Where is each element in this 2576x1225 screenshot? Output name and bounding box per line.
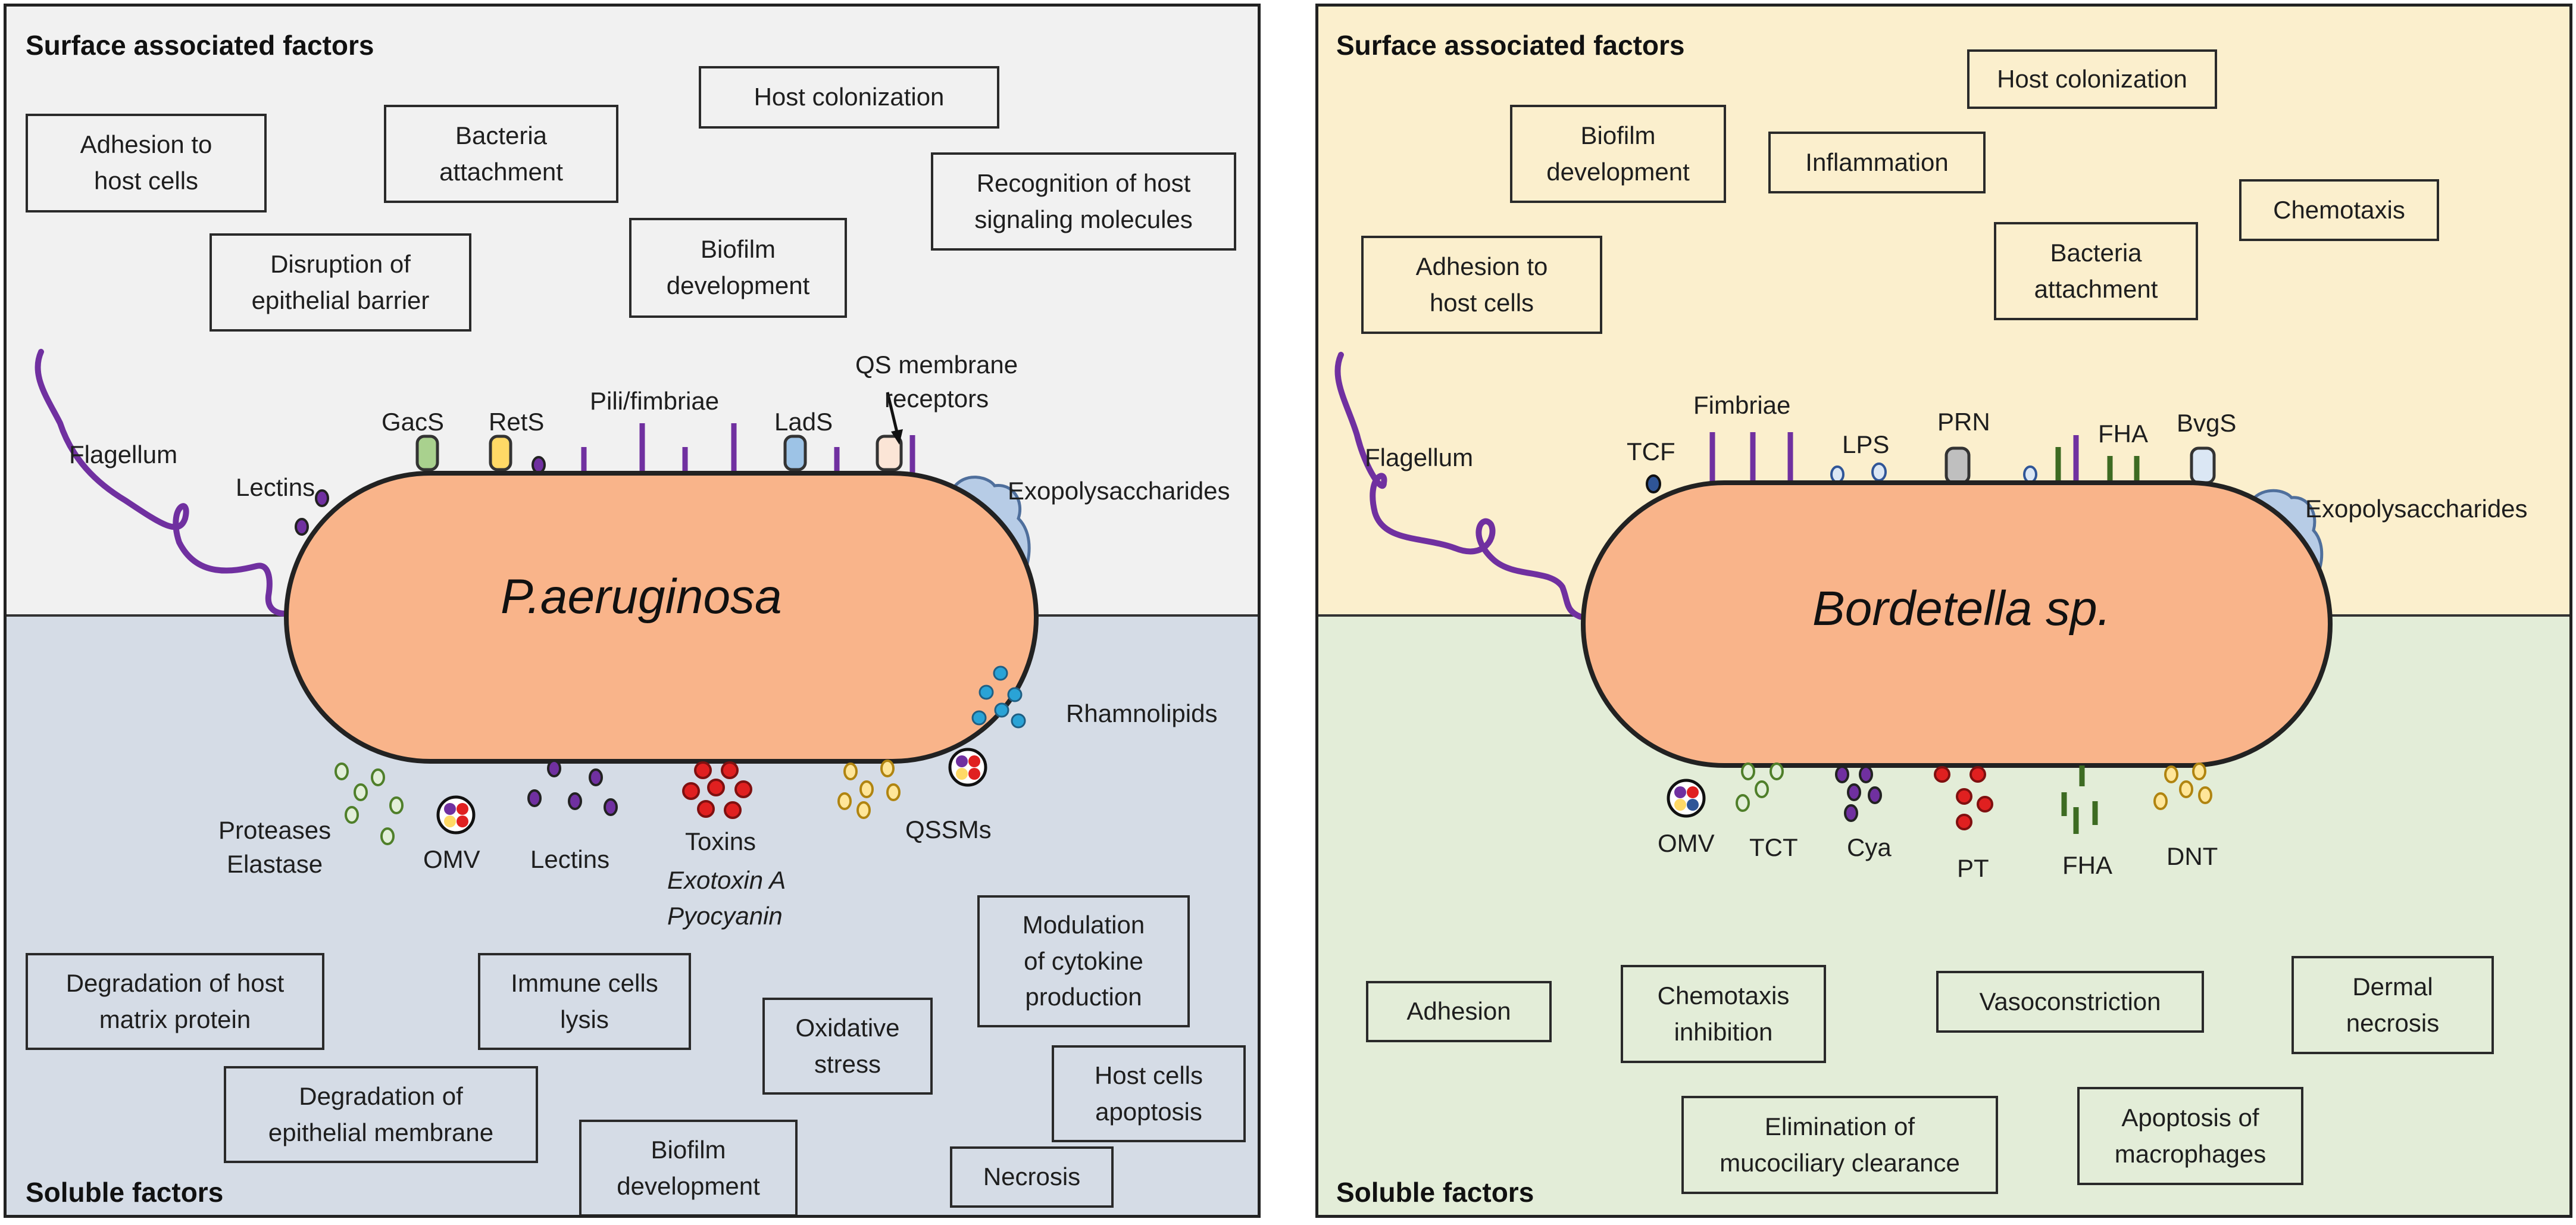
pseudomonas-illustration bbox=[35, 349, 1039, 845]
box-adhesion: Adhesion bbox=[1366, 981, 1552, 1042]
box-host-colonization: Host colonization bbox=[1967, 49, 2217, 109]
box-inflammation: Inflammation bbox=[1768, 132, 1986, 193]
bordetella-illustration bbox=[1334, 352, 2333, 834]
rhamnolipid-icon bbox=[971, 665, 1026, 729]
label-gacs: GacS bbox=[382, 408, 445, 436]
box-dermal-necrosis: Dermal necrosis bbox=[2291, 956, 2494, 1054]
omv-icon bbox=[948, 748, 987, 787]
soluble-title: Soluble factors bbox=[26, 1177, 224, 1208]
box-biofilm-development: Biofilm development bbox=[1510, 105, 1726, 203]
box-degradation-epithelial-membrane: Degradation of epithelial membrane bbox=[224, 1066, 538, 1163]
label-cya: Cya bbox=[1847, 833, 1892, 861]
box-apoptosis-macrophages: Apoptosis of macrophages bbox=[2077, 1087, 2303, 1185]
box-immune-cells-lysis: Immune cells lysis bbox=[478, 953, 691, 1050]
pt-icon bbox=[1934, 766, 1993, 830]
label-fimbriae: Fimbriae bbox=[1693, 391, 1791, 419]
qssm-icon bbox=[837, 760, 901, 819]
label-tcf: TCF bbox=[1627, 438, 1675, 465]
label-pili-fimbriae: Pili/fimbriae bbox=[590, 387, 720, 415]
label-soluble-lectins: Lectins bbox=[530, 845, 610, 873]
label-rets: RetS bbox=[489, 408, 545, 436]
box-chemotaxis: Chemotaxis bbox=[2239, 179, 2439, 241]
lads-receptor-icon bbox=[783, 435, 807, 471]
label-pyocyanin: Pyocyanin bbox=[667, 902, 783, 930]
dnt-icon bbox=[2153, 762, 2212, 810]
omv-icon bbox=[1667, 779, 1706, 818]
lps-icon bbox=[1830, 462, 2037, 483]
label-proteases-elastase: Proteases Elastase bbox=[218, 816, 332, 878]
box-soluble-biofilm-development: Biofilm development bbox=[579, 1120, 798, 1215]
box-degradation-host-matrix: Degradation of host matrix protein bbox=[26, 953, 324, 1050]
box-modulation-cytokine: Modulation of cytokine production bbox=[977, 895, 1190, 1027]
panel-bordetella: Surface associated factors Soluble facto… bbox=[1315, 4, 2572, 1218]
label-exotoxin-a: Exotoxin A bbox=[667, 866, 786, 894]
box-host-cells-apoptosis: Host cells apoptosis bbox=[1052, 1045, 1246, 1142]
box-chemotaxis-inhibition: Chemotaxis inhibition bbox=[1621, 965, 1826, 1063]
box-bacteria-attachment: Bacteria attachment bbox=[384, 105, 618, 203]
pseudomonas-cell bbox=[284, 471, 1039, 764]
panel-pseudomonas: Surface associated factors Soluble facto… bbox=[4, 4, 1261, 1218]
label-omv: OMV bbox=[423, 845, 480, 873]
box-vasoconstriction: Vasoconstriction bbox=[1936, 971, 2204, 1033]
label-fha: FHA bbox=[2098, 420, 2148, 448]
bvgs-icon bbox=[2190, 446, 2216, 485]
box-adhesion-to-host-cells: Adhesion to host cells bbox=[1361, 236, 1602, 334]
protease-icon bbox=[334, 762, 404, 845]
tcf-icon bbox=[1646, 474, 1661, 493]
fimbriae-icon bbox=[1709, 432, 1793, 483]
box-host-colonization: Host colonization bbox=[699, 66, 999, 129]
fha-soluble-icon bbox=[2061, 765, 2098, 834]
surface-title: Surface associated factors bbox=[26, 30, 374, 61]
flagellum-icon bbox=[1334, 352, 1583, 620]
label-qssms: QSSMs bbox=[905, 815, 992, 843]
cya-icon bbox=[1835, 765, 1882, 822]
gacs-receptor-icon bbox=[415, 435, 439, 471]
prn-icon bbox=[1944, 446, 1971, 485]
box-biofilm-development: Biofilm development bbox=[629, 218, 847, 318]
omv-icon bbox=[436, 795, 476, 835]
box-disruption-epithelial-barrier: Disruption of epithelial barrier bbox=[210, 233, 471, 332]
soluble-lectin-icon bbox=[527, 760, 618, 816]
box-recognition-host-signaling: Recognition of host signaling molecules bbox=[931, 152, 1236, 251]
label-prn: PRN bbox=[1937, 408, 1990, 436]
label-soluble-fha: FHA bbox=[2062, 851, 2112, 879]
toxin-icon bbox=[682, 761, 752, 819]
label-toxins: Toxins bbox=[685, 827, 756, 855]
label-flagellum: Flagellum bbox=[1365, 443, 1474, 471]
box-necrosis: Necrosis bbox=[950, 1146, 1114, 1208]
tct-icon bbox=[1736, 762, 1784, 812]
box-oxidative-stress: Oxidative stress bbox=[762, 998, 933, 1095]
label-qs-membrane-receptors: QS membrane receptors bbox=[855, 351, 1018, 412]
label-omv: OMV bbox=[1658, 829, 1715, 857]
label-dnt: DNT bbox=[2167, 842, 2218, 870]
label-exopolysaccharides: Exopolysaccharides bbox=[2305, 495, 2528, 523]
label-lectins: Lectins bbox=[236, 473, 315, 501]
box-adhesion-to-host-cells: Adhesion to host cells bbox=[26, 114, 267, 212]
bacterium-name: Bordetella sp. bbox=[1812, 582, 2111, 636]
label-pt: PT bbox=[1957, 854, 1989, 882]
fha-surface-icon bbox=[2055, 447, 2140, 483]
box-bacteria-attachment: Bacteria attachment bbox=[1994, 222, 2198, 320]
label-flagellum: Flagellum bbox=[69, 440, 178, 468]
label-tct: TCT bbox=[1749, 833, 1798, 861]
qs-receptor-icon bbox=[876, 435, 903, 471]
label-exopolysaccharides: Exopolysaccharides bbox=[1008, 477, 1230, 505]
bordetella-cell bbox=[1581, 480, 2333, 768]
label-bvgs: BvgS bbox=[2177, 409, 2237, 437]
label-rhamnolipids: Rhamnolipids bbox=[1066, 699, 1218, 727]
flagellum-icon bbox=[35, 349, 289, 617]
surface-title: Surface associated factors bbox=[1336, 30, 1685, 61]
label-lps: LPS bbox=[1842, 430, 1890, 458]
bacterium-name: P.aeruginosa bbox=[501, 570, 782, 624]
box-elimination-mucociliary: Elimination of mucociliary clearance bbox=[1681, 1096, 1998, 1194]
pili-icon bbox=[581, 423, 915, 477]
label-lads: LadS bbox=[774, 408, 833, 436]
rets-receptor-icon bbox=[489, 435, 512, 471]
soluble-title: Soluble factors bbox=[1336, 1177, 1534, 1208]
